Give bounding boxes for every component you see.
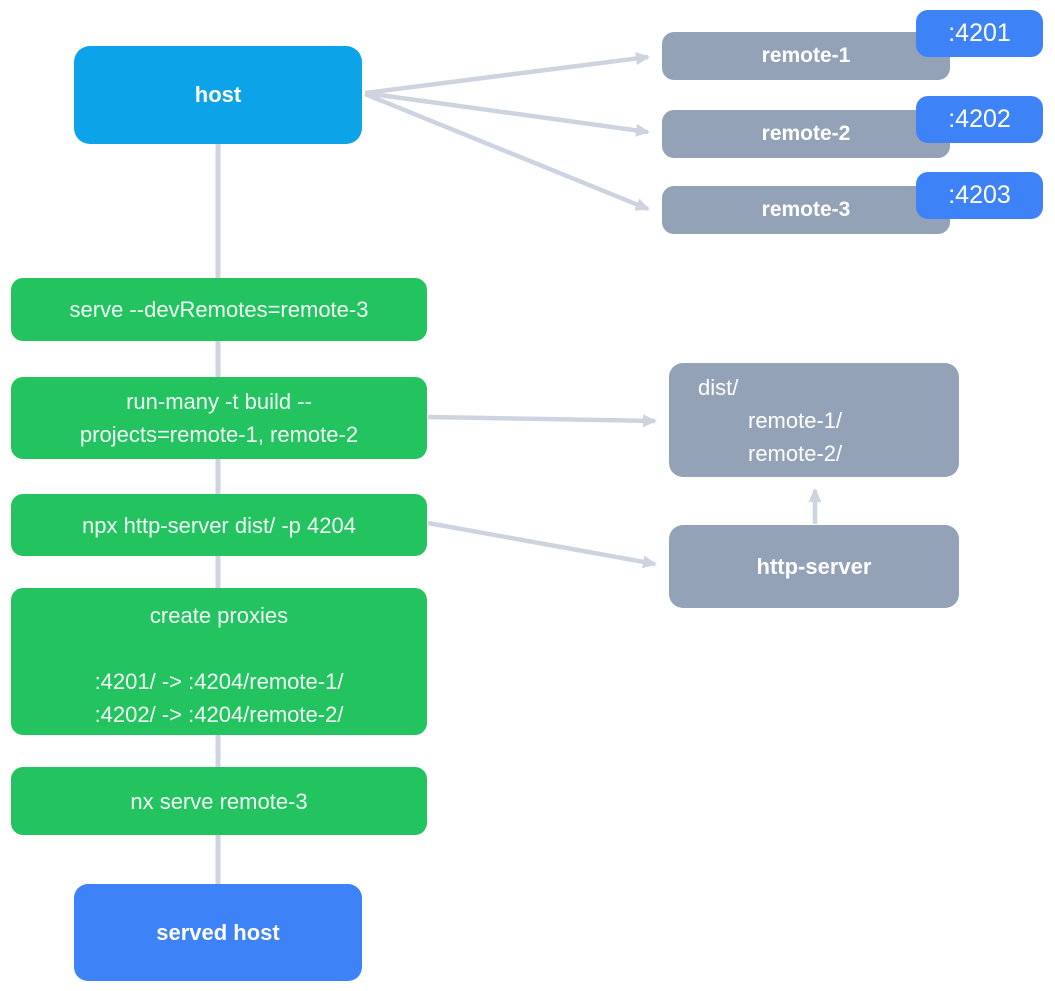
port-label: :4203 xyxy=(948,181,1011,209)
node-served-host: served host xyxy=(74,884,362,981)
served-host-label: served host xyxy=(156,919,280,945)
dist-entry-remote-1: remote-1/ xyxy=(748,408,843,433)
node-host: host xyxy=(74,46,362,144)
connector-host-remote-2 xyxy=(364,90,650,137)
remote-2-label: remote-2 xyxy=(761,122,851,145)
step-nx-serve-remote-3: nx serve remote-3 xyxy=(11,767,427,835)
node-dist-folder: dist/ remote-1/ remote-2/ xyxy=(669,363,959,477)
proxies-title: create proxies xyxy=(149,603,289,628)
node-remote-3: remote-3 xyxy=(662,186,950,234)
dist-title: dist/ xyxy=(698,375,739,400)
step-label-line1: run-many -t build -- xyxy=(126,389,312,414)
step-serve-devremotes: serve --devRemotes=remote-3 xyxy=(11,278,427,341)
step-label: serve --devRemotes=remote-3 xyxy=(69,297,369,322)
connector-build-dist xyxy=(427,414,657,428)
port-badge-remote-1: :4201 xyxy=(916,10,1043,57)
http-server-label: http-server xyxy=(756,553,872,579)
step-npx-http-server: npx http-server dist/ -p 4204 xyxy=(11,494,427,556)
port-label: :4202 xyxy=(948,105,1011,133)
connector-host-remote-3 xyxy=(364,91,650,212)
host-label: host xyxy=(194,82,242,107)
node-remote-1: remote-1 xyxy=(662,32,950,80)
proxy-mapping-1: :4201/ -> :4204/remote-1/ xyxy=(94,669,344,694)
port-badge-remote-3: :4203 xyxy=(916,172,1043,219)
port-badge-remote-2: :4202 xyxy=(916,96,1043,143)
connector-http-server xyxy=(427,520,657,569)
remote-1-label: remote-1 xyxy=(761,44,851,67)
connector-host-remote-1 xyxy=(364,52,650,96)
node-http-server: http-server xyxy=(669,525,959,608)
dist-entry-remote-2: remote-2/ xyxy=(748,441,843,466)
port-label: :4201 xyxy=(948,19,1011,47)
step-run-many-build: run-many -t build -- projects=remote-1, … xyxy=(11,377,427,459)
step-create-proxies: create proxies :4201/ -> :4204/remote-1/… xyxy=(11,588,427,735)
node-remote-2: remote-2 xyxy=(662,110,950,158)
step-label: nx serve remote-3 xyxy=(130,788,308,814)
step-label: npx http-server dist/ -p 4204 xyxy=(82,512,356,538)
remote-3-label: remote-3 xyxy=(761,198,851,221)
proxy-mapping-2: :4202/ -> :4204/remote-2/ xyxy=(94,702,344,727)
step-label-line2: projects=remote-1, remote-2 xyxy=(79,422,359,447)
